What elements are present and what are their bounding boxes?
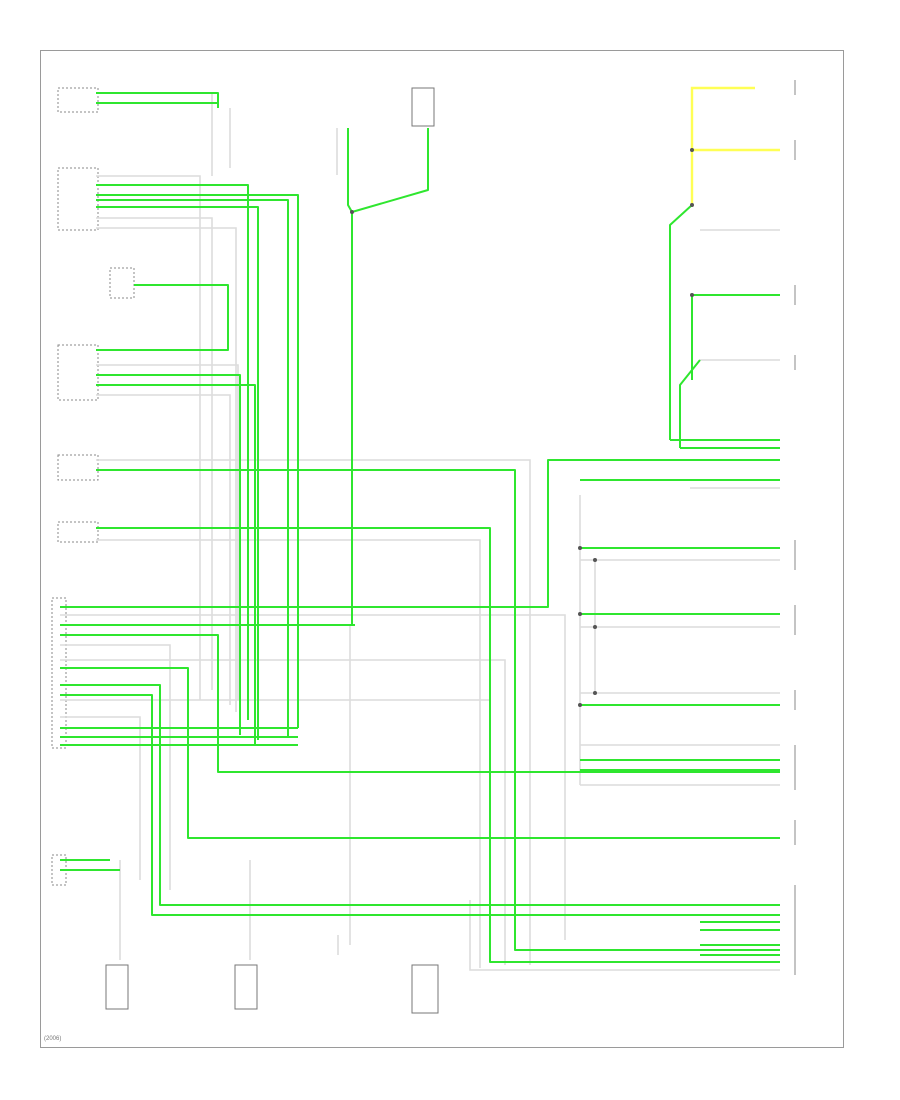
component-top-left-box bbox=[57, 87, 99, 113]
wire-green-ecu-3 bbox=[96, 199, 289, 737]
splice-dot bbox=[350, 210, 354, 214]
splice-dot bbox=[690, 203, 694, 207]
wire-gray-10 bbox=[60, 614, 566, 940]
wire-gray-9 bbox=[96, 539, 481, 968]
wire-green-lower-4 bbox=[60, 667, 780, 839]
wire-green-tcm-2 bbox=[96, 384, 256, 745]
diagram-frame bbox=[40, 50, 844, 1048]
wire-gray-7 bbox=[96, 364, 239, 700]
component-lamp-center bbox=[234, 964, 258, 1010]
wire-gray-6 bbox=[96, 394, 231, 705]
wire-gray-11 bbox=[60, 659, 506, 965]
splice-dot bbox=[690, 293, 694, 297]
component-tcm-box bbox=[57, 344, 99, 401]
wire-green-lower-3 bbox=[60, 634, 780, 773]
wire-green-lower-6 bbox=[60, 694, 780, 916]
wire-gray-5 bbox=[96, 227, 237, 712]
wire-green-ecu-2 bbox=[96, 194, 299, 728]
wire-yellow-1 bbox=[690, 86, 755, 205]
wire-green-transfer bbox=[96, 469, 780, 951]
component-sensor-top-center bbox=[411, 87, 435, 127]
splice-dot bbox=[593, 558, 597, 562]
component-body-box bbox=[57, 521, 99, 543]
splice-dot bbox=[593, 625, 597, 629]
wire-green-lower-1 bbox=[60, 459, 780, 608]
component-module-bottom-center bbox=[411, 964, 439, 1014]
wire-green-right-2 bbox=[679, 359, 701, 448]
wire-green-relay bbox=[96, 284, 229, 351]
component-transmission-relay-box bbox=[109, 267, 135, 299]
wire-green-tcm-1 bbox=[96, 374, 241, 735]
splice-dot bbox=[578, 546, 582, 550]
component-lower-connector-box bbox=[51, 597, 67, 749]
wire-gray-14 bbox=[60, 716, 141, 880]
wire-gray-8 bbox=[96, 459, 531, 965]
wire-gray-3 bbox=[96, 175, 201, 700]
wire-green-right-1 bbox=[669, 204, 693, 440]
wire-green-sensor-2 bbox=[351, 128, 429, 213]
wire-gray-12 bbox=[60, 699, 491, 955]
wire-gray-13 bbox=[60, 644, 171, 890]
diagram-id-label: (2006) bbox=[44, 1036, 62, 1042]
component-transfer-box bbox=[57, 454, 99, 481]
component-ecu-box bbox=[57, 167, 99, 231]
wire-green-body bbox=[96, 527, 780, 963]
splice-dot bbox=[578, 703, 582, 707]
splice-dot bbox=[593, 691, 597, 695]
splice-dot bbox=[578, 612, 582, 616]
wire-green-sensor-1 bbox=[347, 128, 353, 625]
wire-green-lower-5 bbox=[60, 684, 780, 906]
component-lamp-left bbox=[105, 964, 129, 1010]
wire-green-ecu-1 bbox=[96, 184, 249, 720]
wire-gray-29 bbox=[469, 900, 780, 971]
wire-green-ecu-4 bbox=[96, 206, 259, 740]
wire-gray-4 bbox=[96, 217, 213, 690]
splice-dot bbox=[690, 148, 694, 152]
wire-green-top-1 bbox=[96, 92, 219, 108]
